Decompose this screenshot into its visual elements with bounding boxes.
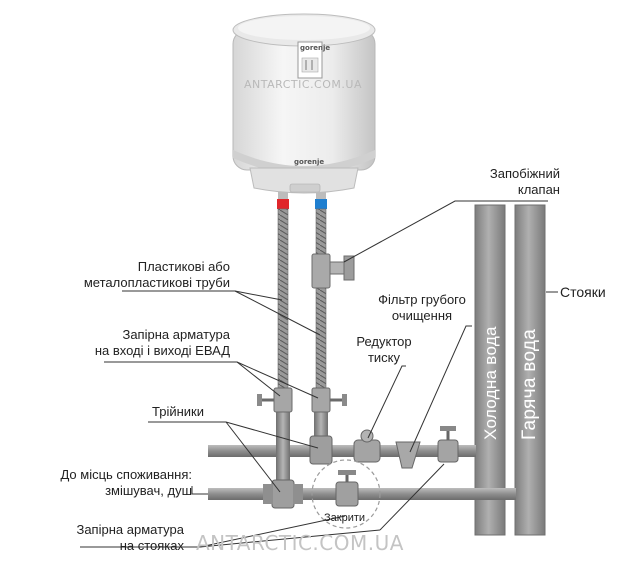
safety-valve (311, 253, 355, 289)
water-heater (232, 13, 376, 209)
cold-inlet-marker (315, 199, 327, 209)
cold-water-label: Холодна вода (481, 326, 500, 440)
hot-outlet-marker (277, 199, 289, 209)
cold-line-fittings (353, 426, 459, 469)
hot-distribution-pipe (208, 488, 516, 500)
hot-water-label: Гаряча вода (519, 328, 540, 440)
shutoff-heater-label: Запірна арматура на вході і виході ЕВАД (94, 327, 230, 358)
cold-flex-pipe-upper (315, 208, 327, 258)
reducer-label: Редуктор тиску (356, 334, 412, 365)
callout-lines (80, 200, 558, 548)
hot-water-riser (514, 204, 546, 536)
shutoff-risers-label: Запірна арматура на стояках (76, 522, 184, 553)
pipes-label: Пластикові або металопластикові труби (83, 259, 230, 290)
risers-label: Стояки (560, 284, 606, 300)
brand-body: gorenje (294, 158, 325, 166)
watermark-top: ANTARCTIC.COM.UA (244, 78, 362, 91)
closed-valve (311, 459, 381, 529)
heater-shutoff-valves (257, 387, 347, 413)
cold-water-riser (474, 204, 506, 536)
hot-flex-pipe (277, 208, 289, 390)
consumers-label: До місць споживання: змішувач, душ (60, 467, 192, 498)
coarse-filter (395, 441, 421, 469)
riser-valve-cold (437, 439, 459, 463)
brand-panel: gorenje (300, 44, 331, 52)
closed-label: Закрити (324, 512, 366, 524)
risers (474, 204, 546, 536)
filter-label: Фільтр грубого очищення (378, 292, 466, 323)
cold-flex-pipe-lower (315, 284, 327, 390)
tees-label: Трійники (152, 404, 204, 419)
pressure-reducer (353, 439, 381, 463)
tees (263, 435, 333, 509)
watermark-bottom: ANTARCTIC.COM.UA (196, 531, 404, 555)
safety-valve-label: Запобіжний клапан (489, 166, 560, 197)
